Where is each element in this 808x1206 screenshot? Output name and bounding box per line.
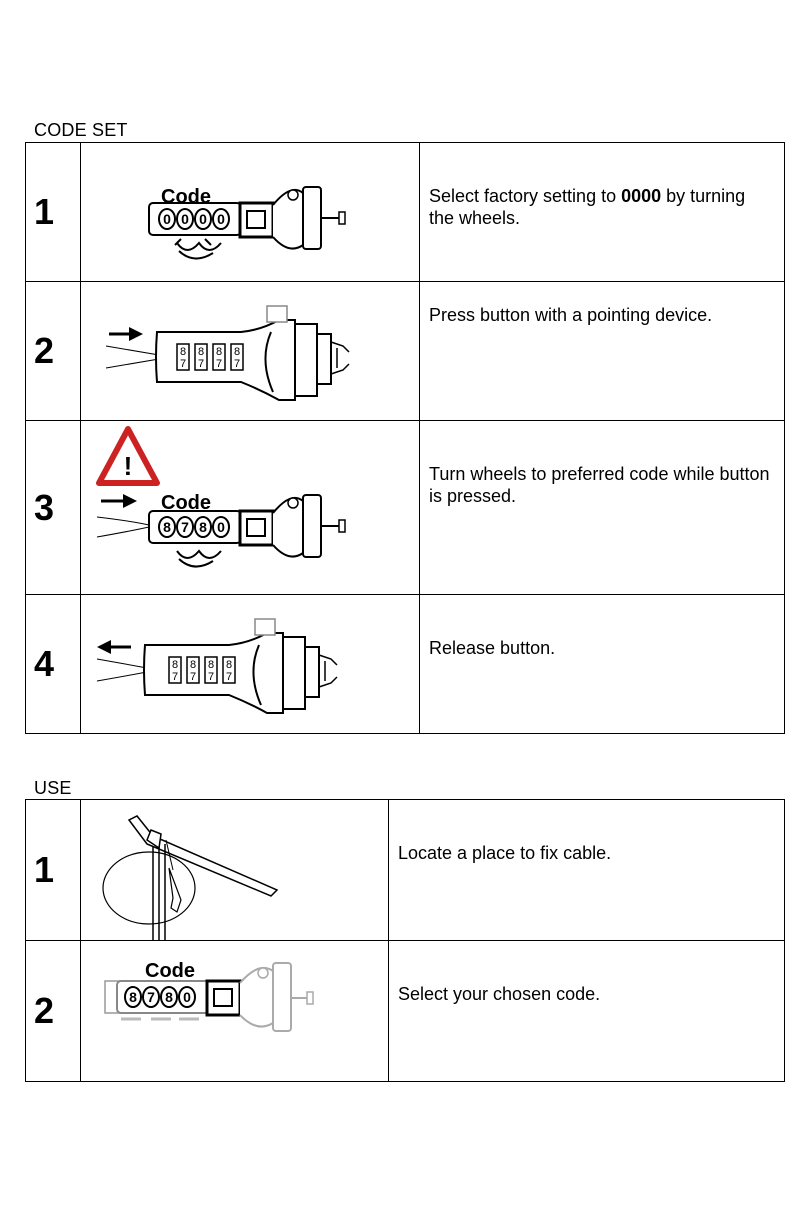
step-number: 1	[25, 142, 81, 282]
cable-loop-icon	[102, 815, 279, 941]
lock-code-8780-icon: ! Code 8 7 8 0	[96, 426, 346, 568]
step-text: Select your chosen code.	[388, 940, 785, 1082]
wheel-digit: 7	[147, 989, 155, 1005]
wheel-digit: 0	[199, 211, 207, 227]
wheel-digit: 8	[226, 659, 232, 671]
section-title-code-set: CODE SET	[34, 120, 128, 140]
wheel-digit: 8	[180, 346, 186, 358]
wheel-digit: 7	[180, 358, 186, 370]
use-table: 1 Locate a place to fix cable. 2 Code	[25, 799, 785, 1082]
lock-code-8780-icon: Code 8 7 8 0	[104, 960, 314, 1032]
use-row-1: 1 Locate a place to fix cable.	[25, 799, 785, 941]
step-number: 4	[25, 594, 81, 734]
wheel-digit: 7	[208, 671, 214, 683]
code-label: Code	[145, 960, 195, 982]
wheel-digit: 7	[234, 358, 240, 370]
wheel-digit: 0	[163, 211, 171, 227]
wheel-digit: 8	[208, 659, 214, 671]
section-title-use: USE	[34, 778, 72, 798]
wheel-digit: 0	[181, 211, 189, 227]
wheel-digit: 8	[234, 346, 240, 358]
step-illustration	[80, 799, 389, 941]
wheel-digit: 8	[165, 989, 173, 1005]
lock-release-button-icon: 8 7 8 7 8 7 8 7	[96, 618, 338, 714]
wheel-digit: 7	[216, 358, 222, 370]
wheel-digit: 8	[216, 346, 222, 358]
code-label: Code	[161, 492, 211, 514]
step-illustration: 8 7 8 7 8 7 8 7	[80, 594, 420, 734]
step-text: Locate a place to fix cable.	[388, 799, 785, 941]
step-text: Press button with a pointing device.	[419, 281, 785, 421]
step-illustration: Code 8 7 8 0	[80, 940, 389, 1082]
wheel-digit: 0	[183, 989, 191, 1005]
code-set-row-3: 3 ! Code 8 7 8	[25, 420, 785, 595]
step-text: Release button.	[419, 594, 785, 734]
wheel-digit: 8	[129, 989, 137, 1005]
code-set-row-2: 2 8 7 8 7 8 7 8	[25, 281, 785, 421]
code-set-row-1: 1 Code 0 0 0 0	[25, 142, 785, 282]
use-row-2: 2 Code 8 7 8 0	[25, 940, 785, 1082]
step-illustration: 8 7 8 7 8 7 8 7	[80, 281, 420, 421]
step-illustration: Code 0 0 0 0	[80, 142, 420, 282]
step-number: 3	[25, 420, 81, 595]
wheel-digit: 0	[217, 211, 225, 227]
wheel-digit: 7	[172, 671, 178, 683]
wheel-digit: 8	[199, 519, 207, 535]
step-number: 2	[25, 940, 81, 1082]
wheel-digit: 8	[198, 346, 204, 358]
step-text: Turn wheels to preferred code while butt…	[419, 420, 785, 595]
wheel-digit: 0	[217, 519, 225, 535]
step-number: 1	[25, 799, 81, 941]
lock-press-button-icon: 8 7 8 7 8 7 8 7	[105, 305, 350, 401]
step-illustration: ! Code 8 7 8 0	[80, 420, 420, 595]
warning-icon: !	[96, 426, 160, 486]
wheel-digit: 7	[198, 358, 204, 370]
wheel-digit: 7	[181, 519, 189, 535]
wheel-digit: 8	[172, 659, 178, 671]
code-set-row-4: 4 8 7 8 7 8 7 8	[25, 594, 785, 734]
wheel-digit: 8	[190, 659, 196, 671]
wheel-digit: 8	[163, 519, 171, 535]
lock-code-0000-icon: Code 0 0 0 0	[148, 186, 346, 260]
wheel-digit: 7	[226, 671, 232, 683]
warning-mark: !	[124, 451, 133, 481]
step-text: Select factory setting to 0000 by turnin…	[419, 142, 785, 282]
code-set-table: 1 Code 0 0 0 0	[25, 142, 785, 734]
wheel-digit: 7	[190, 671, 196, 683]
step-number: 2	[25, 281, 81, 421]
